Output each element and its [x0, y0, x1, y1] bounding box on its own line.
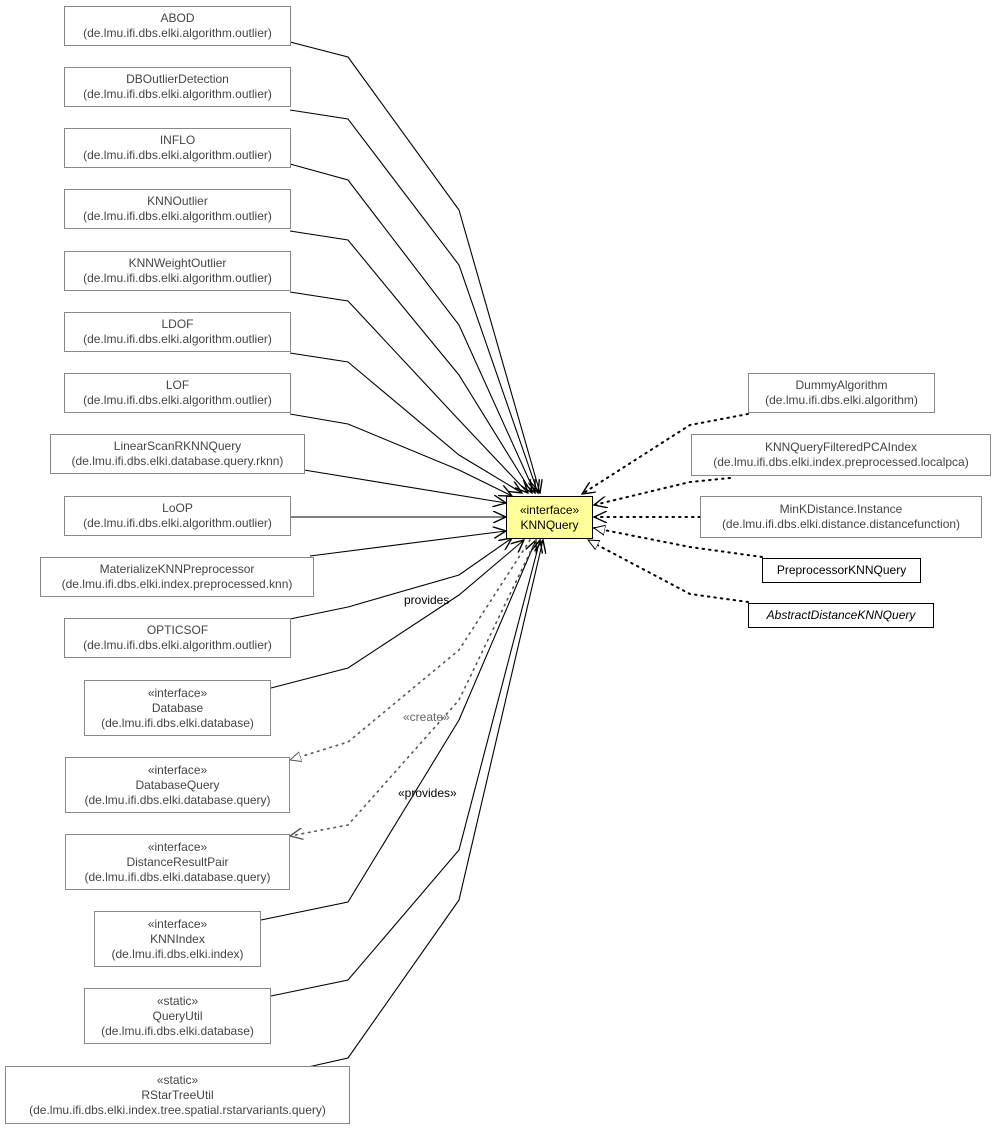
- class-name: QueryUtil: [152, 1008, 203, 1023]
- class-ldof[interactable]: LDOF (de.lmu.ifi.dbs.elki.algorithm.outl…: [64, 312, 291, 352]
- class-name: MinKDistance.Instance: [779, 502, 903, 516]
- class-name: LinearScanRKNNQuery: [113, 439, 242, 453]
- edge-ldof: [289, 352, 522, 493]
- class-rstartreeutil[interactable]: «static» RStarTreeUtil (de.lmu.ifi.dbs.e…: [5, 1066, 350, 1124]
- class-abstractdistanceknnquery[interactable]: AbstractDistanceKNNQuery: [748, 603, 934, 628]
- edge-inflo: [289, 163, 535, 493]
- class-queryutil[interactable]: «static» QueryUtil (de.lmu.ifi.dbs.elki.…: [84, 988, 271, 1044]
- class-name: KNNQuery: [520, 517, 579, 532]
- edge-knnindex: [260, 540, 536, 921]
- class-lof[interactable]: LOF (de.lmu.ifi.dbs.elki.algorithm.outli…: [64, 373, 291, 413]
- edge-queryutil: [270, 540, 540, 997]
- class-stereotype: «static»: [156, 1072, 199, 1087]
- class-preprocessorknnquery[interactable]: PreprocessorKNNQuery: [762, 558, 921, 583]
- class-stereotype: «interface»: [147, 685, 208, 700]
- class-stereotype: «interface»: [147, 839, 208, 854]
- class-package: (de.lmu.ifi.dbs.elki.algorithm.outlier): [83, 87, 272, 101]
- class-name: KNNQueryFilteredPCAIndex: [764, 440, 918, 454]
- edge-opticsof: [289, 538, 512, 620]
- class-package: (de.lmu.ifi.dbs.elki.database): [101, 715, 254, 730]
- class-package: (de.lmu.ifi.dbs.elki.index.tree.spatial.…: [29, 1102, 326, 1117]
- edge-dummyalgorithm: [582, 413, 749, 495]
- class-opticsof[interactable]: OPTICSOF (de.lmu.ifi.dbs.elki.algorithm.…: [64, 618, 291, 658]
- class-name: KNNIndex: [150, 931, 205, 946]
- class-knnweightoutlier[interactable]: KNNWeightOutlier (de.lmu.ifi.dbs.elki.al…: [64, 251, 291, 291]
- class-package: (de.lmu.ifi.dbs.elki.algorithm.outlier): [83, 393, 272, 407]
- class-name: INFLO: [159, 133, 196, 147]
- class-name: LOF: [165, 378, 190, 392]
- edge-abod: [289, 41, 540, 493]
- class-knnqueryfilteredpcaindex[interactable]: KNNQueryFilteredPCAIndex (de.lmu.ifi.dbs…: [691, 434, 991, 476]
- edge-abstractdistanceknn: [588, 539, 749, 603]
- class-package: (de.lmu.ifi.dbs.elki.index.preprocessed.…: [713, 455, 969, 469]
- class-package: (de.lmu.ifi.dbs.elki.database.query): [84, 792, 271, 807]
- interface-knnquery[interactable]: «interface» KNNQuery: [506, 496, 593, 539]
- edge-preprocessorknn: [594, 528, 763, 558]
- edge-knnqueryfiltered: [594, 477, 731, 505]
- edge-knnoutlier: [289, 230, 532, 493]
- interface-knnindex[interactable]: «interface» KNNIndex (de.lmu.ifi.dbs.elk…: [94, 911, 261, 967]
- class-stereotype: «interface»: [147, 916, 208, 931]
- class-name: RStarTreeUtil: [141, 1087, 214, 1102]
- class-name: LDOF: [161, 317, 194, 331]
- class-name: DummyAlgorithm: [795, 378, 888, 392]
- class-stereotype: «interface»: [519, 502, 580, 517]
- class-name: AbstractDistanceKNNQuery: [766, 608, 916, 622]
- class-name: OPTICSOF: [146, 623, 209, 637]
- class-package: (de.lmu.ifi.dbs.elki.algorithm.outlier): [83, 148, 272, 162]
- class-package: (de.lmu.ifi.dbs.elki.index): [111, 946, 244, 961]
- edge-materialize: [309, 531, 506, 557]
- class-package: (de.lmu.ifi.dbs.elki.algorithm.outlier): [83, 516, 272, 530]
- edge-linearscan: [303, 469, 506, 503]
- class-linearscanrknnquery[interactable]: LinearScanRKNNQuery (de.lmu.ifi.dbs.elki…: [50, 434, 305, 474]
- class-name: KNNOutlier: [147, 194, 208, 208]
- edge-database: [270, 540, 524, 689]
- interface-databasequery[interactable]: «interface» DatabaseQuery (de.lmu.ifi.db…: [65, 757, 290, 813]
- class-package: (de.lmu.ifi.dbs.elki.database.query.rknn…: [71, 454, 284, 468]
- class-package: (de.lmu.ifi.dbs.elki.algorithm.outlier): [83, 26, 272, 40]
- class-name: DBOutlierDetection: [126, 72, 229, 86]
- interface-distanceresultpair[interactable]: «interface» DistanceResultPair (de.lmu.i…: [65, 834, 290, 890]
- class-name: DistanceResultPair: [126, 854, 229, 869]
- class-name: Database: [151, 700, 204, 715]
- edge-label-provides-stereotype: «provides»: [398, 786, 457, 800]
- class-stereotype: «static»: [156, 993, 199, 1008]
- edge-knnweight: [289, 291, 528, 493]
- class-stereotype: «interface»: [147, 762, 208, 777]
- class-minkdistance-instance[interactable]: MinKDistance.Instance (de.lmu.ifi.dbs.el…: [700, 496, 982, 538]
- class-name: PreprocessorKNNQuery: [776, 563, 907, 577]
- class-name: DatabaseQuery: [135, 777, 220, 792]
- class-package: (de.lmu.ifi.dbs.elki.database.query): [84, 869, 271, 884]
- class-package: (de.lmu.ifi.dbs.elki.index.preprocessed.…: [61, 577, 293, 591]
- class-name: LoOP: [162, 501, 193, 515]
- class-package: (de.lmu.ifi.dbs.elki.database): [101, 1023, 254, 1038]
- class-name: ABOD: [160, 11, 195, 25]
- class-materializeknnpreprocessor[interactable]: MaterializeKNNPreprocessor (de.lmu.ifi.d…: [40, 557, 314, 597]
- edge-label-provides: provides: [404, 593, 450, 607]
- class-knnoutlier[interactable]: KNNOutlier (de.lmu.ifi.dbs.elki.algorith…: [64, 189, 291, 229]
- class-dboutlierdetection[interactable]: DBOutlierDetection (de.lmu.ifi.dbs.elki.…: [64, 67, 291, 107]
- class-package: (de.lmu.ifi.dbs.elki.algorithm): [765, 393, 918, 407]
- edge-lof: [289, 413, 512, 496]
- interface-database[interactable]: «interface» Database (de.lmu.ifi.dbs.elk…: [84, 680, 271, 736]
- class-name: MaterializeKNNPreprocessor: [99, 562, 255, 576]
- class-inflo[interactable]: INFLO (de.lmu.ifi.dbs.elki.algorithm.out…: [64, 128, 291, 168]
- edge-create-distanceresultpair: [290, 539, 537, 836]
- edge-label-create: «create»: [403, 710, 450, 724]
- class-package: (de.lmu.ifi.dbs.elki.algorithm.outlier): [83, 209, 272, 223]
- class-package: (de.lmu.ifi.dbs.elki.algorithm.outlier): [83, 332, 272, 346]
- class-package: (de.lmu.ifi.dbs.elki.distance.distancefu…: [721, 517, 961, 531]
- class-package: (de.lmu.ifi.dbs.elki.algorithm.outlier): [83, 271, 272, 285]
- class-abod[interactable]: ABOD (de.lmu.ifi.dbs.elki.algorithm.outl…: [64, 6, 291, 46]
- class-loop[interactable]: LoOP (de.lmu.ifi.dbs.elki.algorithm.outl…: [64, 496, 291, 536]
- edge-rstartreeutil: [307, 540, 543, 1068]
- class-package: (de.lmu.ifi.dbs.elki.algorithm.outlier): [83, 638, 272, 652]
- edge-dboutlier: [289, 109, 538, 493]
- edge-create-databasequery: [290, 539, 531, 760]
- class-name: KNNWeightOutlier: [128, 256, 227, 270]
- class-dummyalgorithm[interactable]: DummyAlgorithm (de.lmu.ifi.dbs.elki.algo…: [748, 373, 935, 413]
